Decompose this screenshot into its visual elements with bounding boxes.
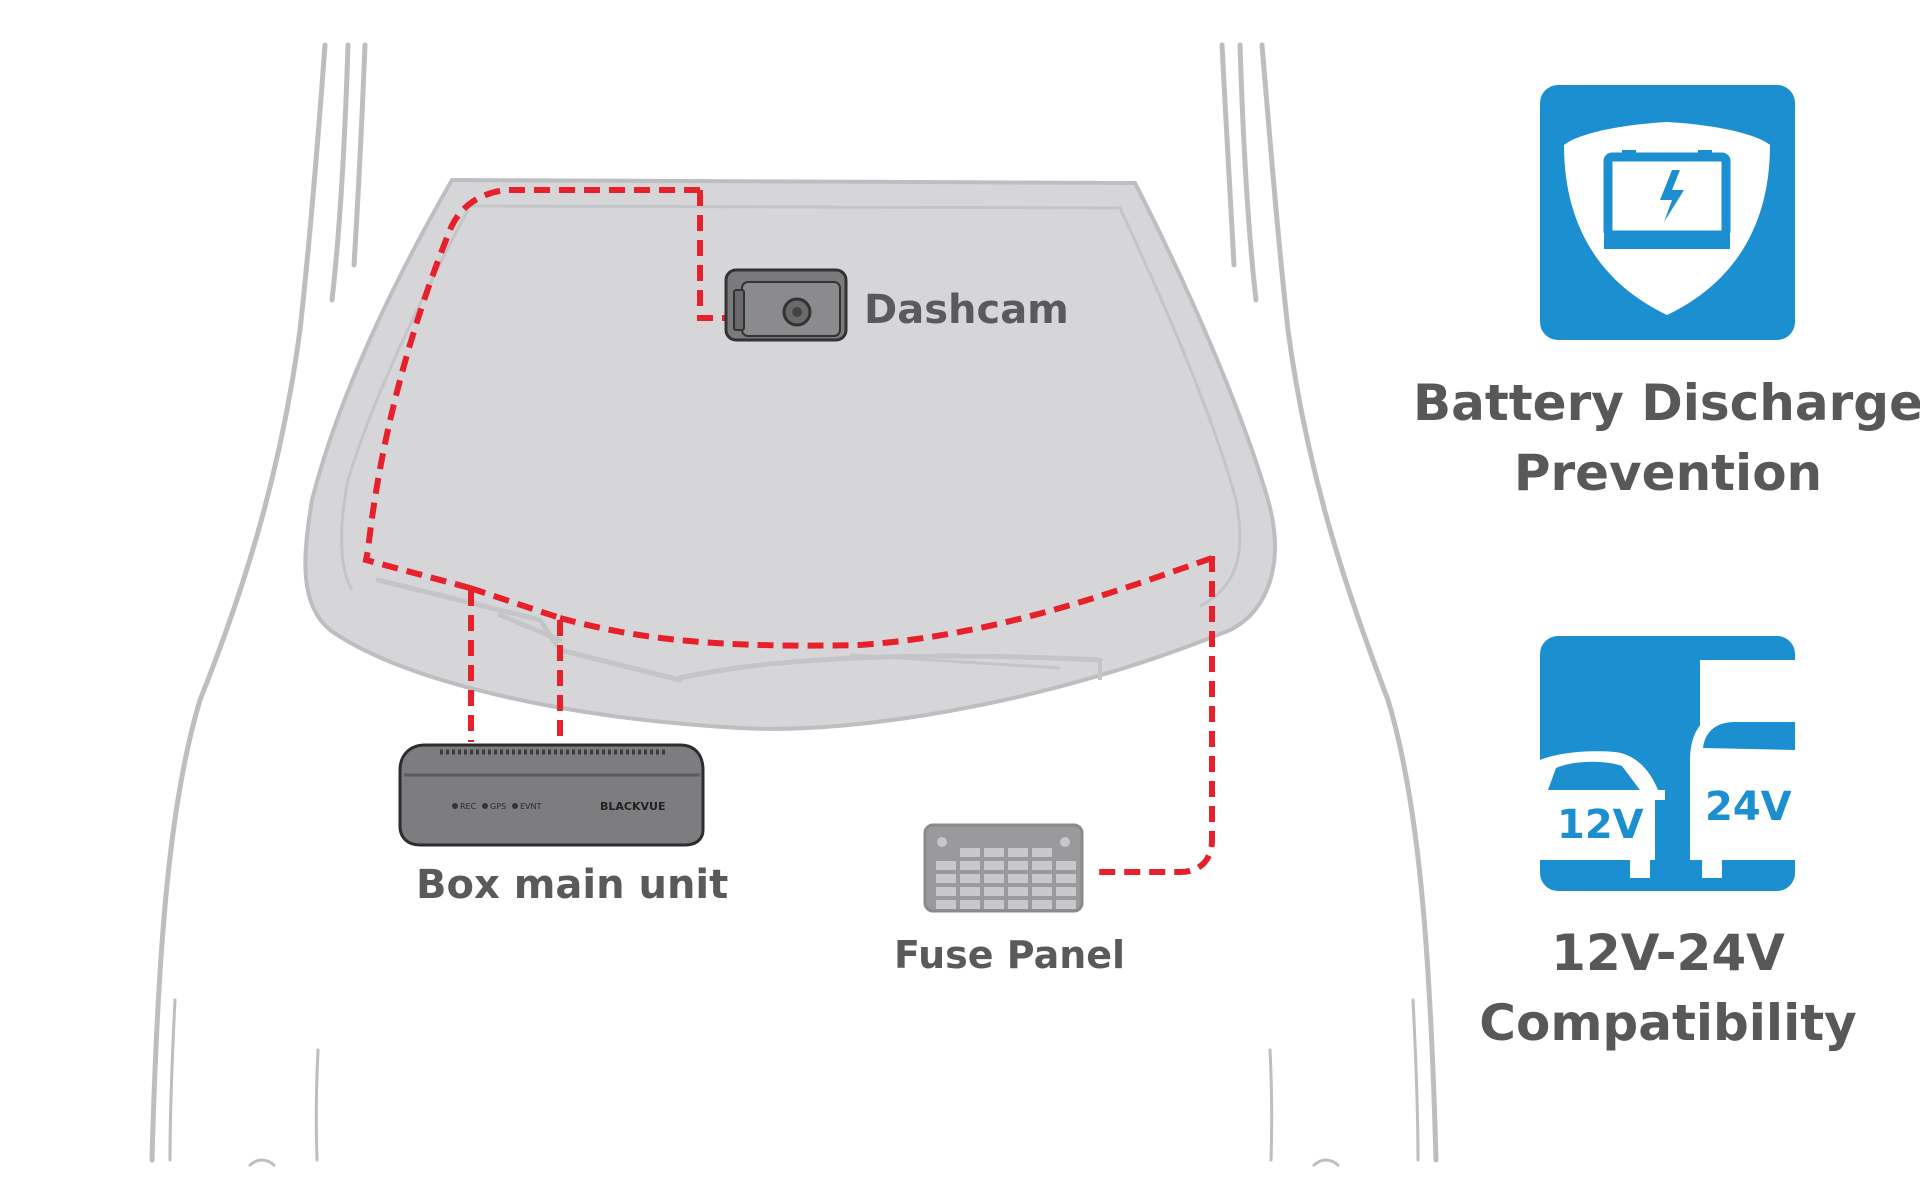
fuse-slot (1032, 887, 1052, 896)
feature-title-line: Compatibility (1479, 994, 1857, 1052)
box-led-evnt: EVNT (520, 802, 542, 811)
fuse-slot (1056, 900, 1076, 909)
dashcam-device (724, 268, 848, 342)
fuse-slot (1008, 861, 1028, 870)
fuse-panel-device (923, 823, 1084, 913)
fuse-slot (1008, 874, 1028, 883)
fuse-slot (1008, 887, 1028, 896)
fuse-slot (984, 874, 1004, 883)
fuse-slot (984, 861, 1004, 870)
fuse-slot (936, 861, 956, 870)
dashcam-label: Dashcam (864, 287, 1069, 333)
car-truck-voltage-icon: 12V 24V (1540, 636, 1795, 891)
fuse-slot (1032, 848, 1052, 857)
box-led-gps: GPS (490, 802, 506, 811)
feature-title-line: Prevention (1513, 444, 1823, 502)
fuse-slot (960, 848, 980, 857)
box-main-unit-device: REC GPS EVNT BLACKVUE (398, 743, 705, 847)
fuse-slot (1032, 900, 1052, 909)
feature-title-line: Battery Discharge (1413, 374, 1920, 432)
fuse-slot (1032, 861, 1052, 870)
feature-title-line: 12V-24V (1551, 924, 1785, 982)
battery-shield-icon (1540, 85, 1795, 340)
feature-title-battery: Battery Discharge Prevention (1388, 368, 1920, 508)
fuse-slot (960, 900, 980, 909)
fuse-slot (960, 874, 980, 883)
fuse-slot (1056, 887, 1076, 896)
fuse-slot (984, 887, 1004, 896)
fuse-slot (984, 900, 1004, 909)
fuse-panel-label: Fuse Panel (894, 933, 1125, 977)
lightning-bolt-icon (1660, 170, 1684, 222)
fuse-slot (1032, 874, 1052, 883)
fuse-slot (960, 861, 980, 870)
badge-12v: 12V (1557, 802, 1644, 848)
fuse-slot (936, 874, 956, 883)
fuse-slot (984, 848, 1004, 857)
fuse-slot (1056, 861, 1076, 870)
car-outline (149, 42, 1439, 1167)
wiring-route (362, 187, 1215, 875)
fuse-slot (960, 887, 980, 896)
box-main-unit-label: Box main unit (416, 862, 728, 908)
windshield (303, 177, 1277, 731)
fuse-slot (936, 900, 956, 909)
fuse-slot (1008, 848, 1028, 857)
fuse-slot (1008, 900, 1028, 909)
box-led-rec: REC (460, 802, 477, 811)
fuse-slot (1056, 874, 1076, 883)
feature-title-voltage: 12V-24V Compatibility (1388, 918, 1920, 1058)
fuse-slot (936, 887, 956, 896)
box-brand-logo: BLACKVUE (600, 800, 665, 813)
badge-24v: 24V (1705, 784, 1792, 830)
